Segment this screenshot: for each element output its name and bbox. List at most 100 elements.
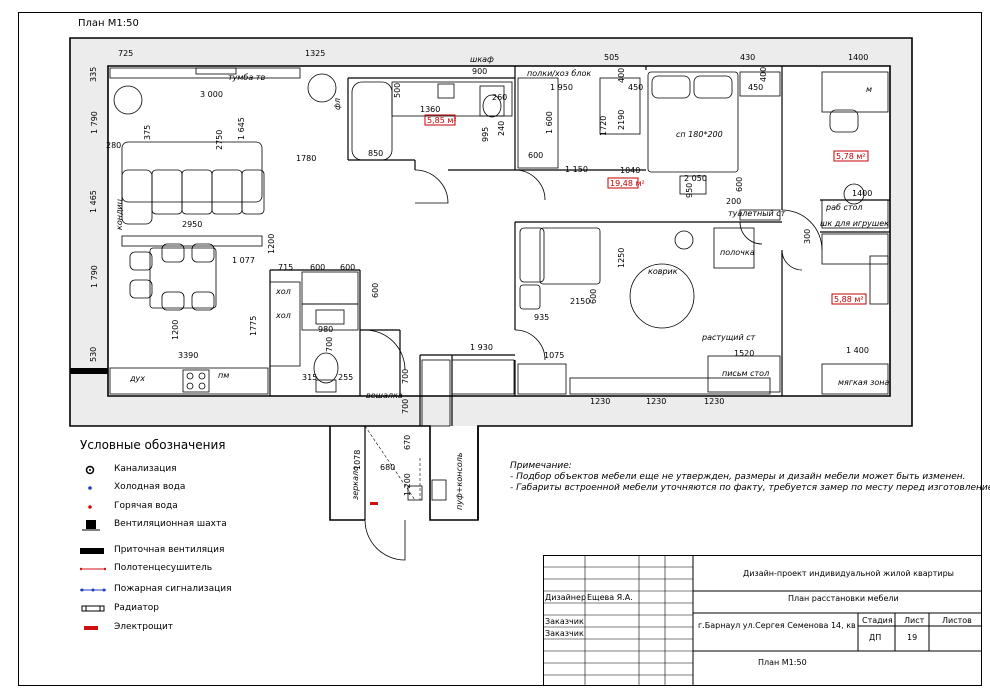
dimension-label: 600 xyxy=(340,263,355,272)
dimension-label: 1 930 xyxy=(470,343,493,352)
legend-title: Условные обозначения xyxy=(80,438,226,452)
stage-value: ДП xyxy=(869,633,882,642)
dimension-label: 1 790 xyxy=(90,111,99,134)
dimension-label: 530 xyxy=(89,347,98,362)
dimension-label: 850 xyxy=(368,149,383,158)
dimension-label: 1720 xyxy=(599,116,608,136)
notes-title: Примечание: xyxy=(510,461,572,471)
room-label: зеркало xyxy=(351,466,360,500)
title-block: Дизайн-проект индивидуальной жилой кварт… xyxy=(543,555,982,686)
dimension-label: 1 600 xyxy=(545,111,554,134)
supply-ventilation-icon xyxy=(80,544,106,558)
note-line: - Подбор объектов мебели еще не утвержде… xyxy=(510,472,966,482)
legend-label: Пожарная сигнализация xyxy=(114,584,232,594)
dimension-label: 935 xyxy=(534,313,549,322)
dimension-label: 240 xyxy=(497,121,506,136)
cold-water-icon xyxy=(80,481,106,495)
room-label: мягкая зона xyxy=(838,378,890,387)
dimension-label: 1230 xyxy=(590,397,610,406)
hot-water-icon xyxy=(80,500,106,514)
dimension-label: 400 xyxy=(617,68,626,83)
dimension-label: 1 150 xyxy=(565,165,588,174)
dimension-label: 3 000 xyxy=(200,90,223,99)
dimension-label: 1 077 xyxy=(232,256,255,265)
room-label: туалетный ст xyxy=(728,209,786,218)
area-label: 19,48 м² xyxy=(610,179,645,188)
dimension-label: 1200 xyxy=(171,320,180,340)
dimension-label: 980 xyxy=(318,325,333,334)
legend-label: Холодная вода xyxy=(114,482,186,492)
dimension-label: 1075 xyxy=(544,351,564,360)
room-label: м xyxy=(866,85,872,94)
sheets-label: Листов xyxy=(942,616,972,625)
room-label: пм xyxy=(218,371,229,380)
dimension-label: 400 xyxy=(759,67,768,82)
dimension-label: 1 790 xyxy=(90,265,99,288)
dimension-label: 1780 xyxy=(296,154,316,163)
dimension-label: 680 xyxy=(380,463,395,472)
dimension-label: 700 xyxy=(401,369,410,384)
dimension-label: 1040 xyxy=(620,166,640,175)
dimension-label: 335 xyxy=(89,67,98,82)
dimension-label: 670 xyxy=(403,435,412,450)
room-label: хол xyxy=(275,311,291,320)
room-label: вешалка xyxy=(366,391,403,400)
dimension-label: 600 xyxy=(310,263,325,272)
drawing-frame xyxy=(18,12,982,686)
dimension-label: 2150 xyxy=(570,297,590,306)
legend-label: Горячая вода xyxy=(114,501,178,511)
dimension-label: 1 400 xyxy=(846,346,869,355)
sheet-value: 19 xyxy=(907,633,918,642)
note-line: - Габариты встроенной мебели уточняются … xyxy=(510,483,990,493)
dimension-label: 600 xyxy=(735,177,744,192)
project-title: Дизайн-проект индивидуальной жилой кварт… xyxy=(743,569,954,578)
towel-dryer-icon xyxy=(79,562,107,576)
room-label: полки/хоз блок xyxy=(527,69,591,78)
dimension-label: 2750 xyxy=(215,130,224,150)
dimension-label: 1360 xyxy=(420,105,440,114)
dimension-label: 2190 xyxy=(617,110,626,130)
electrical-panel-icon xyxy=(80,621,106,635)
dimension-label: 430 xyxy=(740,53,755,62)
room-label: дух xyxy=(129,374,145,383)
dimension-label: 375 xyxy=(143,125,152,140)
room-label: полочка xyxy=(720,248,755,257)
room-label: тумба тв xyxy=(228,73,265,82)
dimension-label: 995 xyxy=(481,127,490,142)
customer-label: Заказчик xyxy=(545,629,584,638)
dimension-label: 280 xyxy=(106,141,121,150)
dimension-label: 255 xyxy=(338,373,353,382)
dimension-label: 900 xyxy=(472,67,487,76)
room-label: растущий ст xyxy=(701,333,756,342)
dimension-label: 1230 xyxy=(704,397,724,406)
room-label: фл xyxy=(333,98,342,110)
dimension-label: 1775 xyxy=(249,316,258,336)
stage-label: Стадия xyxy=(862,616,893,625)
radiator-icon xyxy=(80,602,106,616)
dimension-label: 2950 xyxy=(182,220,202,229)
dimension-label: 200 xyxy=(726,197,741,206)
dimension-label: 2 050 xyxy=(684,174,707,183)
designer-name: Ещева Я.А. xyxy=(587,593,633,602)
dimension-label: 300 xyxy=(803,229,812,244)
dimension-label: 1400 xyxy=(852,189,872,198)
dimension-label: 3390 xyxy=(178,351,198,360)
dimension-label: 315 xyxy=(302,373,317,382)
legend-label: Приточная вентиляция xyxy=(114,545,225,555)
dimension-label: 1250 xyxy=(617,248,626,268)
area-label: 5,88 м² xyxy=(834,295,864,304)
dimension-label: 600 xyxy=(589,289,598,304)
dimension-label: 260 xyxy=(492,93,507,102)
address: г.Барнаул ул.Сергея Семенова 14, кв. ... xyxy=(698,621,856,630)
room-label: сп 180*200 xyxy=(676,130,723,139)
legend-label: Радиатор xyxy=(114,603,159,613)
dimension-label: 600 xyxy=(528,151,543,160)
legend-label: Канализация xyxy=(114,464,177,474)
room-label: раб стол xyxy=(825,203,863,212)
fire-alarm-icon xyxy=(80,583,106,597)
sewer-icon xyxy=(80,463,106,477)
dimension-label: 1325 xyxy=(305,49,325,58)
dimension-label: 505 xyxy=(604,53,619,62)
